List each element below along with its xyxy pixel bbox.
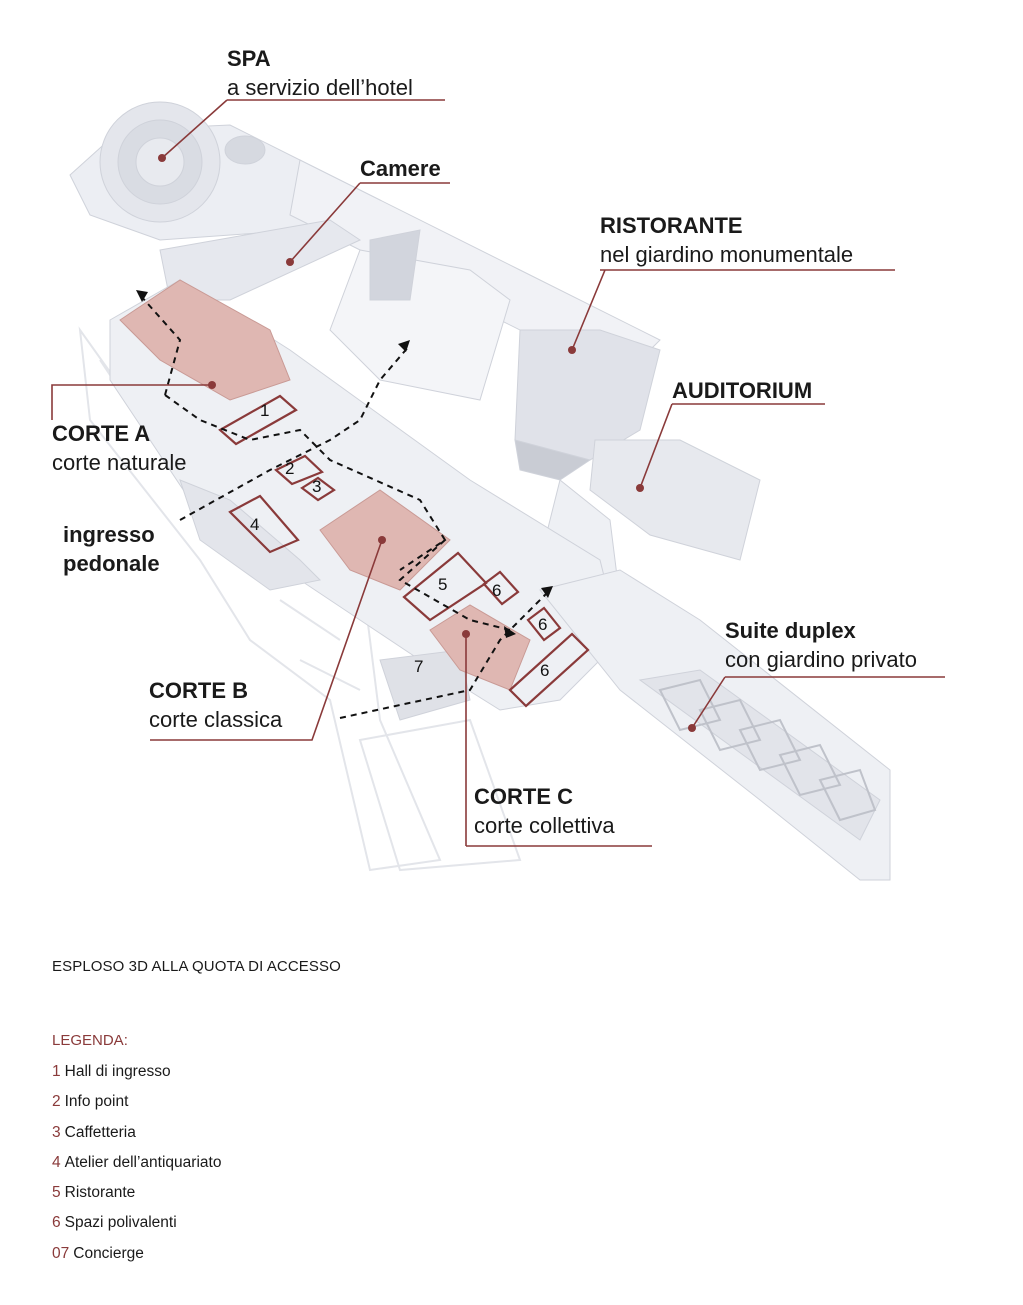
label-spa-title: SPA (227, 46, 271, 71)
label-corte-b-subtitle: corte classica (149, 707, 283, 732)
legend-item-label: Spazi polivalenti (64, 1214, 177, 1232)
label-auditorium: AUDITORIUM (672, 376, 812, 405)
label-camere: Camere (360, 154, 441, 183)
leader-lines (51, 99, 945, 847)
map-number-1: 1 (260, 401, 269, 420)
corte-a-fill (119, 279, 291, 401)
label-ristorante-title: RISTORANTE (600, 213, 743, 238)
label-suite-subtitle: con giardino privato (725, 647, 918, 672)
legend-item-number: 5 (52, 1184, 61, 1202)
label-spa: SPA a servizio dell’hotel (227, 44, 413, 102)
legend-item-label: Caffetteria (64, 1123, 136, 1141)
label-ingresso-line2: pedonale (63, 551, 160, 576)
leader-spa (161, 99, 445, 159)
legend-item-number: 1 (52, 1063, 61, 1080)
leader-dots (158, 154, 696, 732)
figure-caption: ESPLOSO 3D ALLA QUOTA DI ACCESSO (52, 958, 341, 975)
suite-cells (658, 678, 877, 822)
legend-item-label: Ristorante (64, 1184, 136, 1202)
map-number-2: 2 (285, 459, 294, 478)
legend-item-number: 07 (52, 1244, 70, 1262)
legend-item-label: Concierge (73, 1244, 144, 1262)
corte-c-fill (429, 604, 531, 691)
label-ingresso-pedonale: ingresso pedonale (63, 520, 160, 578)
label-corte-a-title: CORTE A (52, 421, 151, 446)
route-arrowheads (136, 290, 553, 638)
label-corte-a: CORTE A corte naturale (52, 419, 187, 477)
legend-item-number: 6 (52, 1214, 61, 1232)
label-auditorium-title: AUDITORIUM (672, 378, 813, 403)
label-corte-b-title: CORTE B (149, 678, 248, 703)
map-number-3: 3 (312, 477, 321, 496)
label-ristorante-subtitle: nel giardino monumentale (600, 242, 854, 267)
legend-item-number: 3 (52, 1123, 61, 1141)
leader-corte-c (465, 634, 652, 847)
legend-item-number: 4 (52, 1153, 61, 1171)
label-corte-b: CORTE B corte classica (149, 676, 282, 734)
legend-title: LEGENDA: (52, 1032, 128, 1049)
exploded-3d-plan: 1 2 3 4 5 6 6 6 7 (51, 99, 945, 881)
leader-corte-b (150, 539, 383, 741)
map-number-6a: 6 (492, 581, 501, 600)
map-numbers: 1 2 3 4 5 6 6 6 7 (250, 401, 549, 680)
label-corte-c: CORTE C corte collettiva (474, 782, 615, 840)
leader-auditorium (639, 403, 825, 489)
legend-item-label: Atelier dell’antiquariato (64, 1153, 222, 1171)
leader-camere (289, 182, 450, 263)
legend-item-label: Hall di ingresso (64, 1063, 171, 1080)
label-corte-c-subtitle: corte collettiva (474, 813, 615, 838)
label-ristorante: RISTORANTE nel giardino monumentale (600, 211, 853, 269)
label-camere-title: Camere (360, 156, 441, 181)
legend-item-number: 2 (52, 1093, 61, 1111)
room-outlines (218, 394, 590, 708)
leader-corte-a (51, 384, 212, 420)
map-number-4: 4 (250, 515, 259, 534)
label-suite-duplex: Suite duplex con giardino privato (725, 616, 917, 674)
label-suite-title: Suite duplex (725, 618, 856, 643)
leader-ristorante (571, 269, 895, 351)
label-corte-c-title: CORTE C (474, 784, 573, 809)
label-spa-subtitle: a servizio dell’hotel (227, 75, 413, 100)
legend-item-label: Info point (64, 1093, 129, 1111)
map-number-7: 7 (414, 657, 423, 676)
label-corte-a-subtitle: corte naturale (52, 450, 187, 475)
label-ingresso-line1: ingresso (63, 522, 155, 547)
map-number-5: 5 (438, 575, 447, 594)
auditorium-block (589, 439, 761, 561)
pedestrian-route (139, 294, 551, 719)
leader-suite (691, 676, 945, 729)
map-number-6b: 6 (538, 615, 547, 634)
map-number-6c: 6 (540, 661, 549, 680)
